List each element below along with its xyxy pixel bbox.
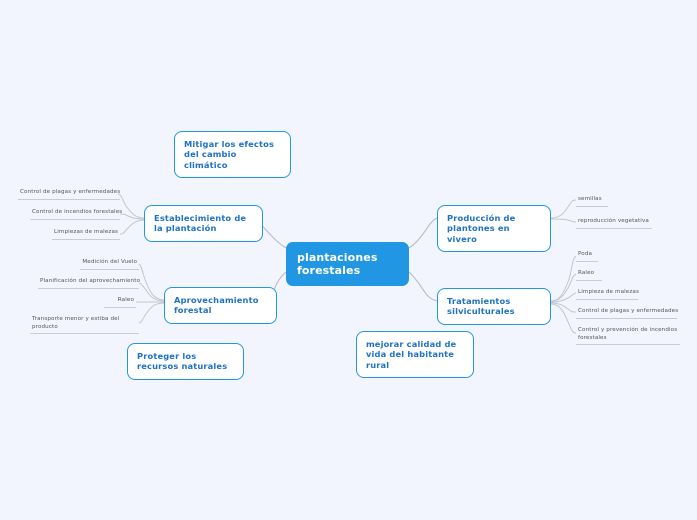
leaf-label: Planificación del aprovechamiento bbox=[40, 278, 141, 284]
floating-topic-mitigar[interactable]: Mitigar los efectos del cambio climático bbox=[174, 131, 291, 179]
leaf-limpiezas-malezas[interactable]: Limpiezas de malezas bbox=[52, 229, 120, 240]
floating-topic-calidad-vida-label: mejorar calidad de vida del habitante ru… bbox=[366, 339, 457, 370]
leaf-label: Medición del Vuelo bbox=[82, 259, 137, 265]
leaf-label: Poda bbox=[578, 251, 593, 257]
branch-tratamientos-label: Tratamientos silviculturales bbox=[447, 296, 515, 317]
leaf-label: Transporte menor y estiba del producto bbox=[32, 316, 120, 330]
leaf-label: Control y prevención de incendios forest… bbox=[578, 327, 678, 341]
leaf-control-prevencion-incendios[interactable]: Control y prevención de incendios forest… bbox=[576, 327, 680, 346]
leaf-transporte-menor-estiba[interactable]: Transporte menor y estiba del producto bbox=[30, 316, 139, 335]
leaf-raleo-tratamientos[interactable]: Raleo bbox=[576, 270, 602, 281]
leaf-raleo-aprovechamiento[interactable]: Raleo bbox=[104, 297, 136, 308]
leaf-limpieza-malezas[interactable]: Limpieza de malezas bbox=[576, 289, 640, 300]
leaf-label: reproducción vegetativa bbox=[578, 218, 649, 224]
branch-aprovechamiento-label: Aprovechamiento forestal bbox=[174, 295, 259, 316]
leaf-label: Raleo bbox=[117, 297, 134, 303]
floating-topic-proteger-label: Proteger los recursos naturales bbox=[137, 351, 228, 372]
branch-establecimiento-label: Establecimiento de la plantación bbox=[154, 213, 247, 234]
branch-produccion[interactable]: Producción de plantones en vivero bbox=[437, 205, 551, 253]
leaf-label: semillas bbox=[578, 196, 602, 202]
leaf-planificacion-aprovechamiento[interactable]: Planificación del aprovechamiento bbox=[38, 278, 141, 289]
central-topic[interactable]: plantaciones forestales bbox=[286, 242, 409, 286]
branch-produccion-label: Producción de plantones en vivero bbox=[447, 213, 516, 244]
leaf-label: Control de plagas y enfermedades bbox=[20, 189, 121, 195]
floating-topic-proteger[interactable]: Proteger los recursos naturales bbox=[127, 343, 244, 380]
leaf-label: Raleo bbox=[578, 270, 595, 276]
leaf-label: Limpiezas de malezas bbox=[54, 229, 119, 235]
branch-tratamientos[interactable]: Tratamientos silviculturales bbox=[437, 288, 551, 325]
central-topic-label: plantaciones forestales bbox=[297, 251, 378, 277]
leaf-reproduccion-vegetativa[interactable]: reproducción vegetativa bbox=[576, 218, 652, 229]
leaf-label: Limpieza de malezas bbox=[578, 289, 640, 295]
leaf-control-plagas-enfermedades[interactable]: Control de plagas y enfermedades bbox=[18, 189, 120, 200]
leaf-medicion-del-vuelo[interactable]: Medición del Vuelo bbox=[80, 259, 139, 270]
leaf-control-incendios-forestales[interactable]: Control de incendios forestales bbox=[30, 209, 123, 220]
leaf-semillas[interactable]: semillas bbox=[576, 196, 608, 207]
leaf-control-plagas-enfermedades-trat[interactable]: Control de plagas y enfermedades bbox=[576, 308, 679, 319]
floating-topic-calidad-vida[interactable]: mejorar calidad de vida del habitante ru… bbox=[356, 331, 474, 379]
floating-topic-mitigar-label: Mitigar los efectos del cambio climático bbox=[184, 139, 275, 170]
leaf-label: Control de incendios forestales bbox=[32, 209, 123, 215]
branch-establecimiento[interactable]: Establecimiento de la plantación bbox=[144, 205, 263, 242]
leaf-poda[interactable]: Poda bbox=[576, 251, 598, 262]
leaf-label: Control de plagas y enfermedades bbox=[578, 308, 679, 314]
branch-aprovechamiento[interactable]: Aprovechamiento forestal bbox=[164, 287, 277, 324]
